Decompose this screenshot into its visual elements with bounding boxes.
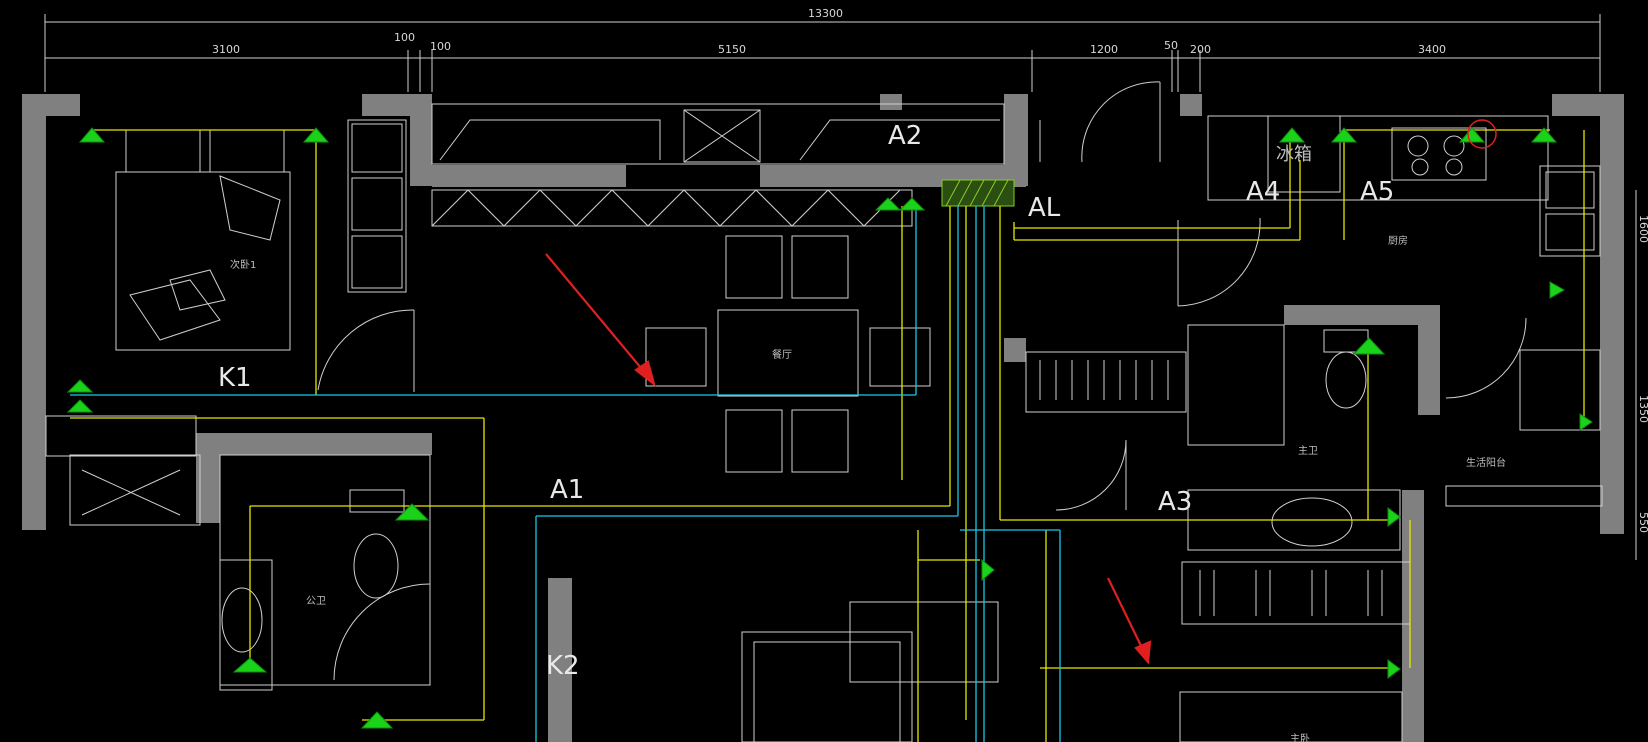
dimension-lines (44, 14, 1637, 560)
light-fixtures (66, 119, 1593, 729)
dim-seg-6: 50 (1164, 39, 1178, 52)
lighting-wires (70, 129, 1585, 742)
walls (22, 94, 1624, 742)
room-label-utility-balcony: 生活阳台 (1466, 456, 1506, 469)
dim-seg-1: 3100 (212, 43, 240, 56)
room-label-master-bedroom: 主卧 (1290, 732, 1310, 742)
dim-seg-7: 200 (1190, 43, 1211, 56)
annotation-arrow-dining (545, 253, 656, 387)
furniture-linework (45, 81, 1603, 742)
room-label-public-bath: 公卫 (306, 596, 326, 607)
dim-seg-2: 100 (394, 31, 415, 44)
dim-seg-5: 1200 (1090, 43, 1118, 56)
room-label-secondary-bedroom: 次卧1 (230, 258, 256, 271)
circuit-label-al: AL (1028, 193, 1061, 223)
socket-wires (70, 206, 1061, 742)
room-label-refrigerator: 冰箱 (1276, 144, 1312, 165)
annotation-arrow-master-bedroom (1107, 577, 1152, 665)
room-label-dining: 餐厅 (772, 348, 792, 361)
circuit-label-a2: A2 (888, 121, 922, 151)
circuit-label-a1: A1 (550, 475, 584, 505)
dim-seg-4: 5150 (718, 43, 746, 56)
dim-seg-8: 3400 (1418, 43, 1446, 56)
room-label-kitchen: 厨房 (1388, 234, 1408, 247)
dim-seg-3: 100 (430, 40, 451, 53)
dim-right-2: 1350 (1637, 395, 1648, 423)
circuit-label-k2: K2 (546, 651, 580, 681)
circuit-label-a4: A4 (1246, 177, 1280, 207)
dim-right-1: 1600 (1637, 215, 1648, 243)
dim-right-3: 550 (1637, 512, 1648, 533)
circuit-label-a3: A3 (1158, 487, 1192, 517)
distribution-box (941, 179, 1015, 207)
circuit-label-k1: K1 (218, 363, 252, 393)
circuit-label-a5: A5 (1360, 177, 1394, 207)
dim-overall: 13300 (808, 7, 843, 20)
room-label-master-bath: 主卫 (1298, 445, 1318, 457)
